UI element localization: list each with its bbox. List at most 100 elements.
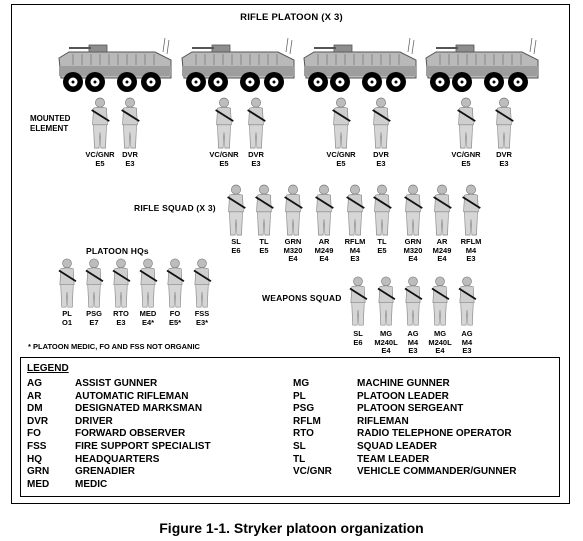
legend-abbr: AR [27,390,42,402]
legend-term: TEAM LEADER [357,453,430,465]
platoon-hq-member-label: PL O1 [61,309,72,327]
platoon-hq-member-label: FO E5* [168,309,182,327]
legend-abbr: VC/GNR [293,466,332,478]
legend-term: MACHINE GUNNER [357,378,450,389]
soldier-icon [377,276,396,326]
mounted-element-label: MOUNTED ELEMENT [30,114,71,133]
legend-term: FIRE SUPPORT SPECIALIST [75,441,211,452]
platoon-hq-member-label: MED E4* [139,309,157,327]
soldier-icon [372,97,391,149]
rifle-squad-member-label: RFLM M4 E3 [460,237,482,263]
legend-abbr: RFLM [293,415,321,427]
legend-abbr: MG [293,378,310,389]
legend-title: LEGEND [27,363,69,374]
soldier-icon [85,258,104,308]
legend-term: SQUAD LEADER [357,441,438,452]
legend-term: HEADQUARTERS [75,453,160,465]
soldier-icon [121,97,140,149]
crew-member-label: DVR E3 [373,150,389,168]
legend-term: MEDIC [75,478,108,490]
legend-abbr: SL [293,441,306,452]
legend-term: ASSIST GUNNER [75,378,158,389]
stryker-vehicle-icon [425,37,539,92]
rifle-squad-title: RIFLE SQUAD (X 3) [134,203,216,213]
weapons-squad-member-label: MG M240L E4 [428,329,452,355]
rifle-squad-member-label: RFLM M4 E3 [344,237,366,263]
soldier-icon [495,97,514,149]
soldier-icon [91,97,110,149]
legend-term: PLATOON LEADER [357,390,449,402]
weapons-squad-member-label: MG M240L E4 [374,329,398,355]
platoon-hq-title: PLATOON HQs [86,246,149,256]
legend-abbr: FSS [27,441,47,452]
rifle-squad-member-label: GRN M320 E4 [403,237,423,263]
soldier-icon [58,258,77,308]
platoon-hq-member-label: FSS E3* [194,309,210,327]
stryker-vehicle-icon [303,37,417,92]
soldier-icon [404,276,423,326]
soldier-icon [227,184,246,236]
legend-term: RADIO TELEPHONE OPERATOR [357,428,512,440]
organic-note: * PLATOON MEDIC, FO AND FSS NOT ORGANIC [28,342,200,351]
weapons-squad-member-label: SL E6 [353,329,363,347]
platoon-title: RIFLE PLATOON (X 3) [240,12,343,23]
stryker-vehicle-icon [58,37,172,92]
soldier-icon [349,276,368,326]
rifle-squad-member-label: SL E6 [231,237,241,255]
diagram-frame [11,4,570,504]
legend-abbr: AG [27,378,42,389]
rifle-squad-member-label: AR M249 E4 [314,237,334,263]
weapons-squad-title: WEAPONS SQUAD [262,293,342,303]
legend-abbr: GRN [27,466,50,478]
soldier-icon [284,184,303,236]
legend-term: FORWARD OBSERVER [75,428,186,440]
legend-abbr: TL [293,453,306,465]
soldier-icon [247,97,266,149]
rifle-squad-member-label: GRN M320 E4 [283,237,303,263]
legend-term: VEHICLE COMMANDER/GUNNER [357,466,517,478]
rifle-squad-member-label: TL E5 [259,237,269,255]
weapons-squad-member-label: AG M4 E3 [407,329,419,355]
figure-caption: Figure 1-1. Stryker platoon organization [159,520,424,536]
crew-member-label: DVR E3 [496,150,512,168]
soldier-icon [139,258,158,308]
legend-abbr: DVR [27,415,49,427]
soldier-icon [457,97,476,149]
legend-term: RIFLEMAN [357,415,409,427]
platoon-hq-member-label: RTO E3 [113,309,129,327]
crew-member-label: DVR E3 [122,150,138,168]
crew-member-label: DVR E3 [248,150,264,168]
soldier-icon [404,184,423,236]
legend-abbr: MED [27,478,50,490]
soldier-icon [112,258,131,308]
crew-member-label: VC/GNR E5 [451,150,481,168]
legend-abbr: HQ [27,453,42,465]
legend-term: DRIVER [75,415,113,427]
soldier-icon [166,258,185,308]
soldier-icon [193,258,212,308]
soldier-icon [215,97,234,149]
stryker-vehicle-icon [181,37,295,92]
crew-member-label: VC/GNR E5 [326,150,356,168]
crew-member-label: VC/GNR E5 [85,150,115,168]
soldier-icon [462,184,481,236]
soldier-icon [346,184,365,236]
legend-term: DESIGNATED MARKSMAN [75,403,203,415]
soldier-icon [458,276,477,326]
legend-term: GRENADIER [75,466,136,478]
rifle-squad-member-label: TL E5 [377,237,387,255]
rifle-squad-member-label: AR M249 E4 [432,237,452,263]
crew-member-label: VC/GNR E5 [209,150,239,168]
soldier-icon [373,184,392,236]
legend-abbr: PSG [293,403,315,415]
soldier-icon [255,184,274,236]
platoon-hq-member-label: PSG E7 [86,309,102,327]
legend-term: AUTOMATIC RIFLEMAN [75,390,189,402]
legend-abbr: PL [293,390,306,402]
weapons-squad-member-label: AG M4 E3 [461,329,473,355]
legend-abbr: RTO [293,428,314,440]
soldier-icon [431,276,450,326]
soldier-icon [332,97,351,149]
soldier-icon [433,184,452,236]
legend-term: PLATOON SERGEANT [357,403,464,415]
